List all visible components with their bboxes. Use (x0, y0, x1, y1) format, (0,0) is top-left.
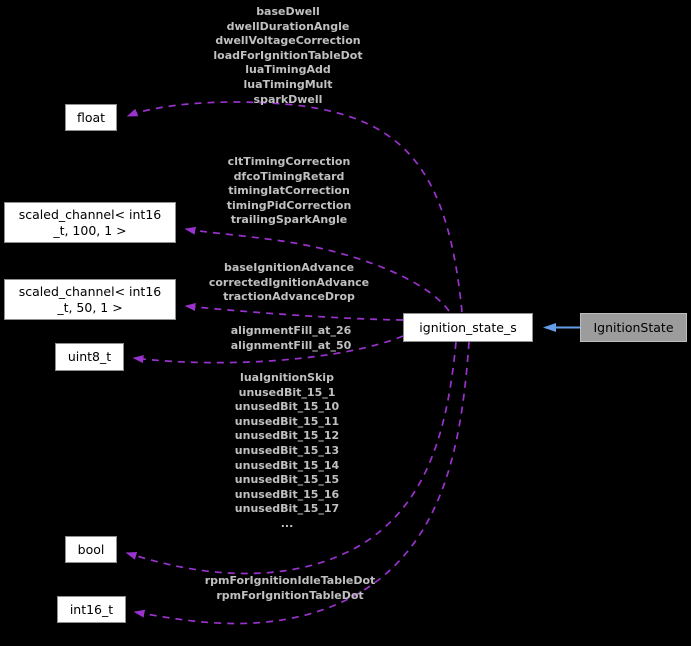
node-scaled-channel-100[interactable]: scaled_channel< int16 _t, 100, 1 > (4, 202, 176, 243)
edge-labels-bool: luaIgnitionSkip unusedBit_15_1 unusedBit… (234, 371, 340, 530)
node-scaled-channel-50[interactable]: scaled_channel< int16 _t, 50, 1 > (4, 279, 176, 320)
edge-labels-uint8: alignmentFill_at_26 alignmentFill_at_50 (230, 324, 352, 352)
edge-labels-float: baseDwell dwellDurationAngle dwellVoltag… (213, 5, 363, 106)
node-bool[interactable]: bool (65, 536, 117, 563)
edge-ignition-to-scaled50 (184, 302, 404, 321)
edge-ignition-to-float (126, 101, 463, 313)
edge-labels-scaled100: cltTimingCorrection dfcoTimingRetard tim… (226, 155, 352, 227)
node-uint8-t[interactable]: uint8_t (55, 343, 124, 371)
edge-labels-scaled50: baseIgnitionAdvance correctedIgnitionAdv… (208, 261, 370, 304)
edge-ignition-to-uint8 (132, 335, 404, 364)
edge-ignition-to-bool (125, 341, 457, 575)
node-ignitionstate[interactable]: IgnitionState (580, 313, 687, 342)
edge-ignition-to-int16 (133, 341, 470, 625)
node-float[interactable]: float (65, 104, 117, 131)
node-ignition-state-s[interactable]: ignition_state_s (403, 313, 533, 342)
edge-labels-int16: rpmForIgnitionIdleTableDot rpmForIgnitio… (204, 574, 376, 602)
node-int16-t[interactable]: int16_t (57, 596, 126, 623)
